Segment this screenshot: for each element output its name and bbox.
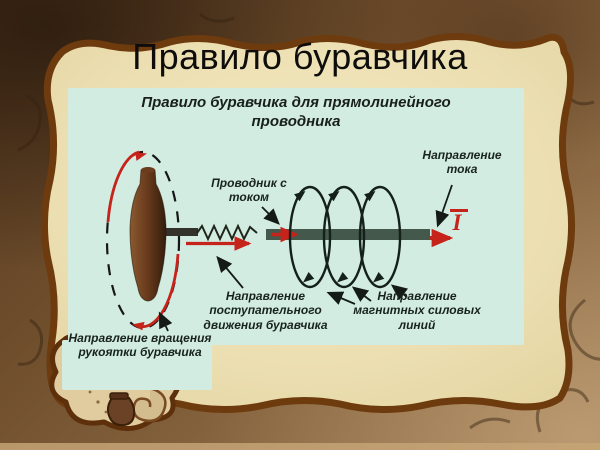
current-vector-overbar [450,209,468,212]
diagram-panel-tab [62,340,212,390]
slide-title: Правило буравчика [132,36,468,77]
translational-motion-label: Направление поступательного движения бур… [203,289,328,332]
current-vector-symbol: I [442,204,472,242]
handle-rotation-label: Направление вращения рукоятки буравчика [68,331,212,360]
magnetic-field-lines-label: Направление магнитных силовых линий [353,289,481,332]
current-direction-label: Направление тока [422,148,502,177]
scroll-curl [132,386,167,423]
diagram-title: Правило буравчика для прямолинейного про… [141,94,451,130]
conductor-label: Проводник с током [211,176,287,205]
current-letter: I [452,210,462,235]
pot-icon [106,397,136,427]
bottom-edge-strip [0,443,600,450]
